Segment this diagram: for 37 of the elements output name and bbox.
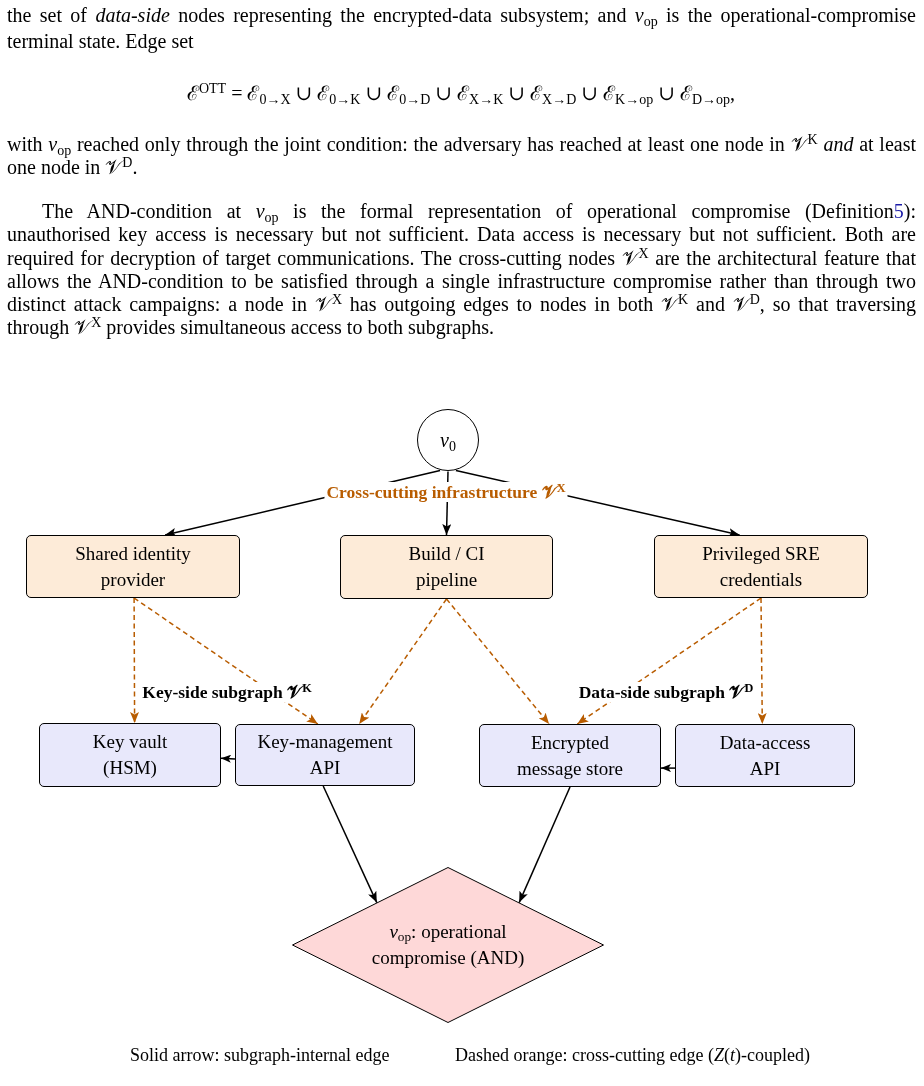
- process-box: [654, 535, 868, 598]
- dashed-arrow: [576, 597, 762, 725]
- arrow: [518, 786, 571, 904]
- process-box: [340, 535, 553, 599]
- node-label: v$_{0}$: [440, 428, 456, 453]
- dashed-arrow: [445, 598, 550, 725]
- process-box: [235, 724, 415, 786]
- node-label: v$_{op}$: operational compromise (AND): [370, 920, 526, 970]
- process-box: [675, 724, 855, 787]
- body-paragraph: with v$_{op}$ reached only through the joint condition: the adversary has reached at least one node in 𝒱$^{K}$ and at least one node in 𝒱$^{D}$.: [7, 133, 916, 180]
- arrow: [220, 754, 236, 763]
- dashed-arrow: [358, 598, 448, 725]
- dashed-arrow: [757, 597, 767, 725]
- group-heading: Key-side subgraph 𝒱$^{K}$: [140, 682, 314, 702]
- node-label: Privileged SRE credentials: [701, 541, 821, 592]
- arrow: [660, 764, 676, 773]
- definition-link: 5: [893, 200, 904, 222]
- dashed-arrow: [130, 597, 140, 724]
- key-note: Solid arrow: subgraph-internal edge: [130, 1044, 390, 1066]
- equation: ℰ$^{OTT}$ = ℰ$_{0→X}$ ∪ ℰ$_{0→K}$ ∪ ℰ$_{0→D}$ ∪ ℰ$_{X→K}$ ∪ ℰ$_{X→D}$ ∪ ℰ$_{K→op}$ ∪ ℰ$_{D→op}$,: [186, 80, 736, 106]
- process-box: [39, 723, 221, 787]
- dashed-arrow: [133, 597, 319, 725]
- node-label: Data-access API: [718, 730, 812, 781]
- group-heading: Cross-cutting infrastructure 𝒱$^{X}$: [324, 482, 568, 502]
- arrow: [322, 785, 378, 904]
- group-heading: Data-side subgraph 𝒱$^{D}$: [576, 682, 756, 702]
- node-label: Encrypted message store: [515, 730, 625, 781]
- process-box: [26, 535, 240, 598]
- node-label: Key vault (HSM): [91, 730, 169, 780]
- node-label: Key-management API: [256, 730, 394, 780]
- node-label: Shared identity provider: [74, 541, 192, 592]
- decision-diamond: [292, 867, 604, 1023]
- body-paragraph: The AND-condition at v$_{op}$ is the formal representation of operational compromise (Definition5): unauthorised key access is necessary but not sufficient. Data access is necessary but not sufficient. Both are required for decryption of target communications. The cross-cutting nodes 𝒱$^{X}$ are the architectural feature that allows the AND-condition to be satisfied through a single infrastructure compromise rather than through two distinct attack campaigns: a node in 𝒱$^{X}$ has outgoing edges to nodes in both 𝒱$^{K}$ and 𝒱$^{D}$, so that traversing through 𝒱$^{X}$ provides simultaneous access to both subgraphs.: [7, 200, 916, 340]
- body-paragraph: the set of data-side nodes representing the encrypted-data subsystem; and v$_{op}$ is the operational-compromise terminal state. Edge set: [7, 3, 916, 54]
- node-label: Build / CI pipeline: [407, 542, 486, 592]
- process-box: [479, 724, 661, 787]
- key-note: Dashed orange: cross-cutting edge (Z(t)-coupled): [455, 1044, 810, 1066]
